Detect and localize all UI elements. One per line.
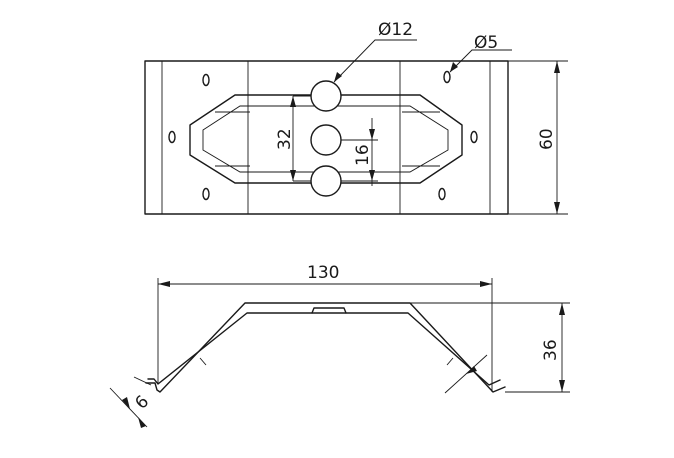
- side-view: 130 36 6: [109, 263, 570, 428]
- emboss-outer: [189, 94, 463, 184]
- bend-mark: [446, 357, 454, 366]
- arrowhead: [369, 129, 375, 140]
- label-hole-small: Ø5: [474, 33, 498, 53]
- arrowhead: [138, 417, 146, 428]
- arrowhead: [290, 170, 296, 181]
- extension-line: [133, 376, 152, 386]
- top-view: Ø12 Ø5 60 32 16: [144, 20, 568, 215]
- label-height: 36: [541, 339, 561, 361]
- label-width: 60: [537, 128, 557, 150]
- large-hole: [310, 80, 342, 112]
- large-hole: [310, 165, 342, 197]
- bend-mark: [199, 357, 207, 366]
- small-hole: [443, 70, 451, 84]
- profile-outer: [145, 302, 506, 393]
- leader-hole-small: [449, 49, 512, 73]
- arrowhead: [334, 72, 342, 82]
- label-sheet: 6: [131, 392, 153, 414]
- label-length: 130: [307, 263, 339, 283]
- leader-hole-large: [333, 39, 417, 83]
- arrowhead: [554, 202, 560, 214]
- label-hole-pitch: 16: [353, 144, 373, 166]
- small-hole: [470, 130, 478, 144]
- label-hole-span: 32: [275, 128, 295, 150]
- profile-inner: [147, 312, 501, 386]
- arrowhead: [369, 170, 375, 181]
- arrowhead: [554, 61, 560, 73]
- label-hole-large: Ø12: [378, 20, 413, 40]
- arrowhead: [158, 281, 170, 287]
- arrowhead: [559, 303, 565, 315]
- profile-tab: [311, 307, 347, 314]
- arrowhead: [290, 96, 296, 107]
- emboss-inner: [202, 105, 449, 173]
- small-hole: [438, 187, 446, 201]
- arrowhead: [450, 62, 458, 72]
- arrowhead: [480, 281, 492, 287]
- small-hole: [202, 187, 210, 201]
- small-hole: [168, 130, 176, 144]
- arrowhead: [122, 397, 130, 409]
- large-hole: [310, 124, 342, 156]
- arrowhead: [466, 366, 477, 374]
- plate-outline: [144, 60, 509, 215]
- small-hole: [202, 73, 210, 87]
- arrowhead: [559, 380, 565, 392]
